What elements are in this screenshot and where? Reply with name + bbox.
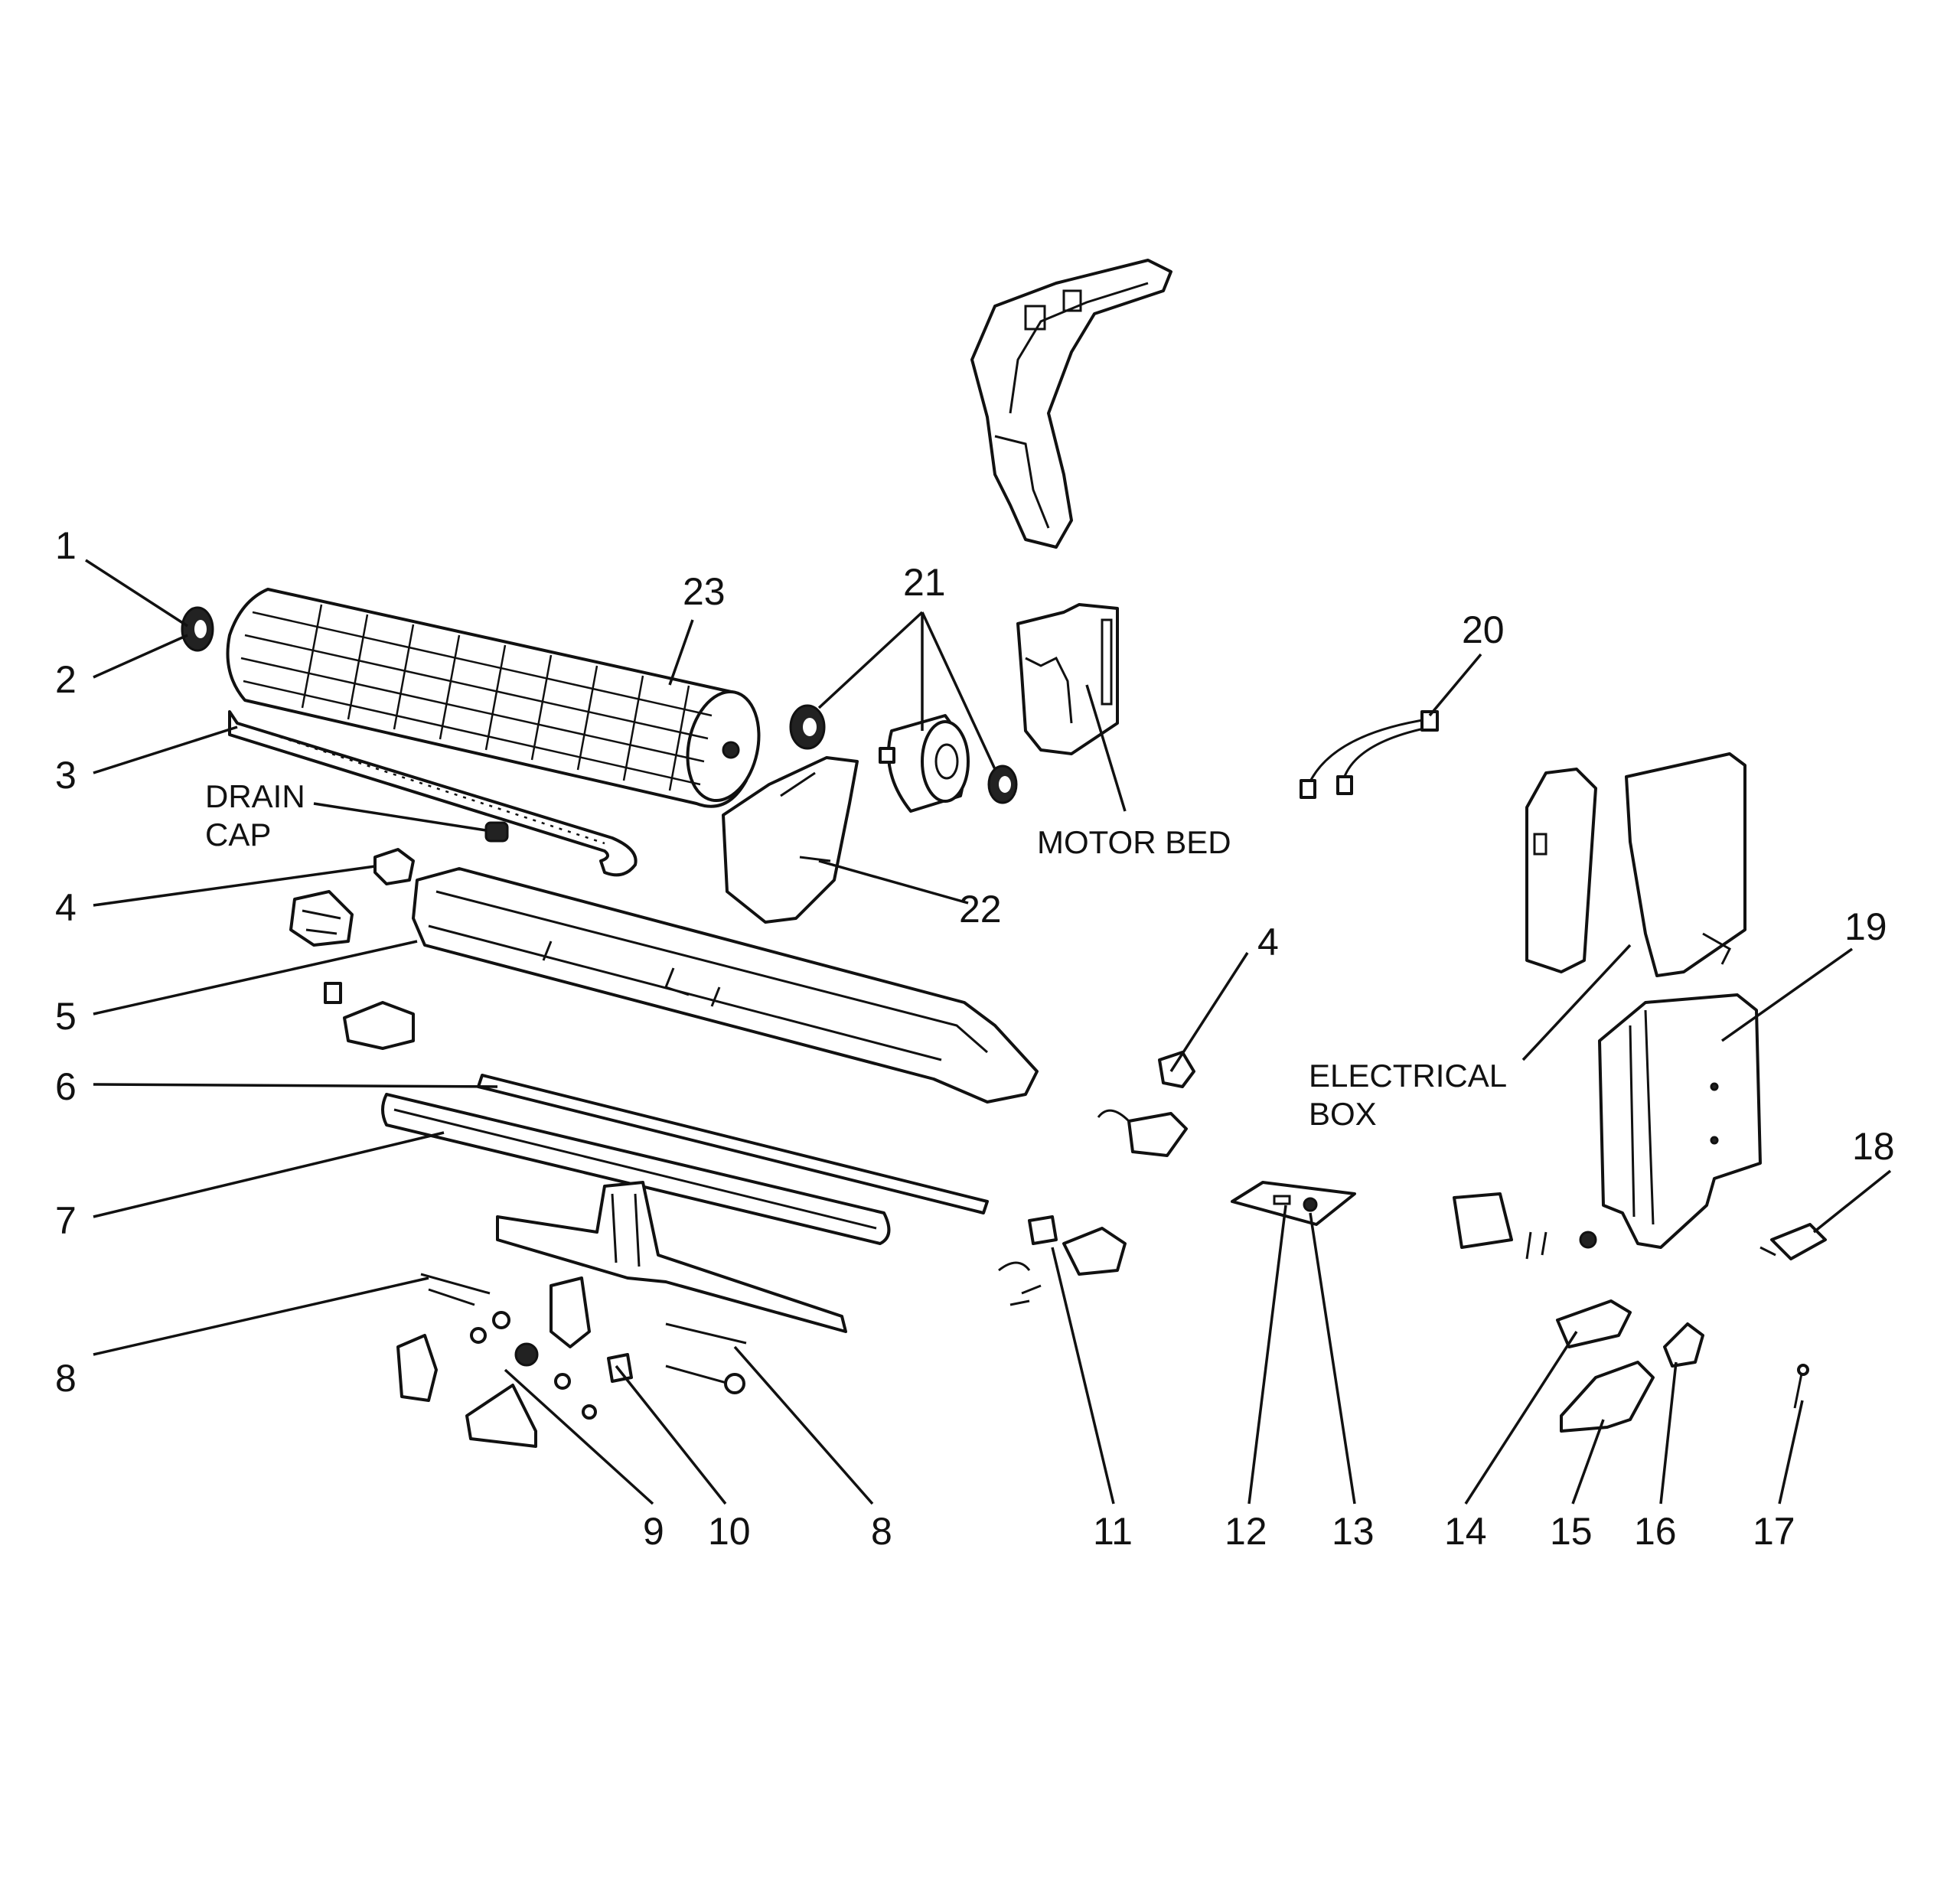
electrical-box-label-line2: BOX <box>1309 1096 1377 1132</box>
part-label-21: 21 <box>903 561 946 604</box>
sensor-part <box>1556 1299 1632 1348</box>
motor-bracket-part <box>324 982 415 1050</box>
wire-clips-part <box>998 1215 1127 1306</box>
drain-hose-part <box>228 710 638 877</box>
part-label-8-left: 8 <box>55 1357 77 1400</box>
rubber-ring-part-right <box>987 765 1018 804</box>
drain-cap-label-line1: DRAIN <box>205 778 305 814</box>
part-label-14: 14 <box>1444 1510 1487 1553</box>
small-fittings-part <box>396 1276 633 1448</box>
part-label-19: 19 <box>1844 905 1887 948</box>
electrical-box-part <box>1625 752 1746 977</box>
electrical-box-label-line1: ELECTRICAL <box>1309 1058 1507 1094</box>
motor-bed-label: MOTOR BED <box>1037 824 1231 860</box>
motor-bed-part <box>1016 603 1119 755</box>
part-label-17: 17 <box>1753 1510 1795 1553</box>
part-label-7: 7 <box>55 1199 77 1242</box>
relay-part <box>1560 1361 1655 1433</box>
part-label-4-right: 4 <box>1257 921 1279 963</box>
rubber-ring-part-left <box>789 704 826 750</box>
part-label-20: 20 <box>1462 608 1505 651</box>
part-label-2: 2 <box>55 658 77 701</box>
bearing-part <box>181 606 214 652</box>
part-label-23: 23 <box>683 570 726 613</box>
holder-part <box>1663 1322 1704 1368</box>
screw-part <box>1793 1364 1809 1409</box>
sensor-holder-part <box>1097 1109 1188 1157</box>
part-number-labels: 1 2 3 4 5 6 7 8 9 10 8 11 12 13 14 15 16… <box>55 524 1895 1553</box>
vane-link-part <box>496 1181 847 1333</box>
part-label-15: 15 <box>1550 1510 1593 1553</box>
electrical-box-cover-part <box>1525 768 1597 973</box>
drain-cap-part <box>484 821 509 843</box>
terminal-block-part <box>1453 1192 1597 1260</box>
callout-labels: DRAIN CAP MOTOR BED ELECTRICAL BOX <box>205 778 1507 1132</box>
part-label-11: 11 <box>1093 1510 1133 1553</box>
clip-part-right <box>1158 1051 1195 1088</box>
part-label-8-right: 8 <box>871 1510 892 1553</box>
control-board-part <box>1598 993 1762 1249</box>
part-label-16: 16 <box>1634 1510 1677 1553</box>
linkage-pins-part-right <box>665 1322 747 1394</box>
top-bracket-part <box>970 259 1172 549</box>
part-label-4-left: 4 <box>55 886 77 929</box>
horizontal-louver-part <box>381 1093 891 1245</box>
part-label-3: 3 <box>55 754 77 797</box>
drain-cap-label-line2: CAP <box>205 817 271 853</box>
connector-part <box>1759 1223 1827 1260</box>
louver-rod-part <box>477 1074 989 1214</box>
part-label-1: 1 <box>55 524 77 567</box>
part-label-18: 18 <box>1852 1125 1895 1168</box>
part-label-9: 9 <box>643 1510 664 1553</box>
part-label-12: 12 <box>1225 1510 1267 1553</box>
leader-lines <box>85 559 1892 1505</box>
linkage-pins-part-left <box>420 1273 491 1306</box>
part-label-10: 10 <box>708 1510 751 1553</box>
display-plate-part <box>1231 1181 1356 1226</box>
part-label-5: 5 <box>55 995 77 1038</box>
fan-motor-part <box>879 714 970 813</box>
part-label-13: 13 <box>1332 1510 1375 1553</box>
drain-pan-part <box>412 867 1039 1104</box>
blower-wheel-part <box>226 588 761 808</box>
motor-cover-part <box>722 756 859 924</box>
clip-part-left <box>373 848 415 885</box>
part-label-6: 6 <box>55 1065 77 1108</box>
wiring-harness-part <box>1300 710 1439 799</box>
stepping-motor-part <box>289 890 354 947</box>
part-label-22: 22 <box>959 888 1002 931</box>
